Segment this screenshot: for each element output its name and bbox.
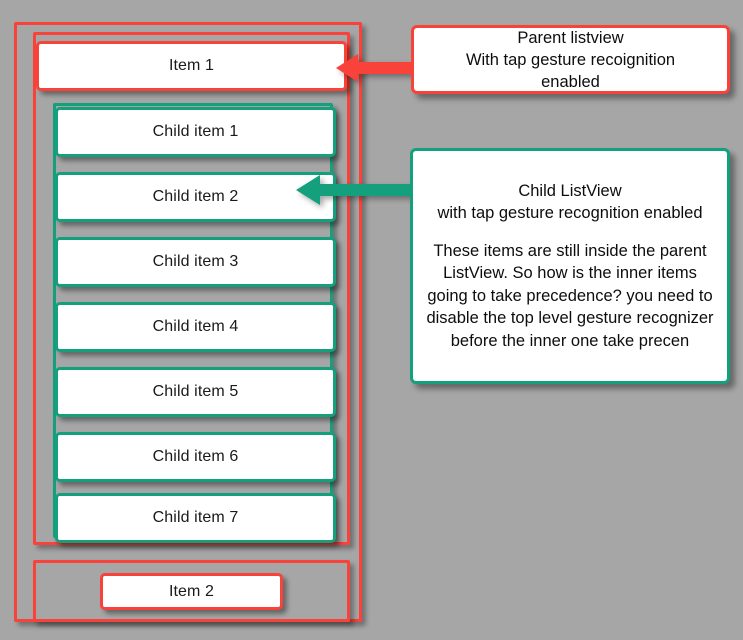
child-callout-line-2: with tap gesture recognition enabled — [437, 203, 703, 222]
child-callout-arrow-icon — [296, 175, 412, 205]
parent-list-item-1[interactable]: Item 1 — [36, 41, 347, 91]
child-list-item-2[interactable]: Child item 2 — [55, 172, 336, 222]
child-list-item-2-label: Child item 2 — [152, 188, 239, 205]
child-list-item-7-label: Child item 7 — [152, 509, 239, 526]
child-list-item-6-label: Child item 6 — [152, 448, 239, 465]
child-callout-line-1: Child ListView — [518, 181, 622, 200]
child-list-item-3-label: Child item 3 — [152, 253, 239, 270]
parent-list-item-1-label: Item 1 — [168, 57, 215, 74]
child-list-item-7[interactable]: Child item 7 — [55, 493, 336, 543]
parent-listview-row-2[interactable] — [33, 560, 350, 622]
child-list-item-5-label: Child item 5 — [152, 383, 239, 400]
child-list-item-6[interactable]: Child item 6 — [55, 432, 336, 482]
child-callout-paragraph: These items are still inside the parent … — [426, 241, 719, 350]
child-listview-callout: Child ListView with tap gesture recognit… — [410, 148, 730, 384]
child-list-item-3[interactable]: Child item 3 — [55, 237, 336, 287]
parent-callout-arrow-icon — [336, 54, 414, 82]
child-callout-spacer — [423, 224, 717, 240]
child-list-item-4[interactable]: Child item 4 — [55, 302, 336, 352]
parent-list-item-2[interactable]: Item 2 — [100, 573, 283, 610]
parent-list-item-2-label: Item 2 — [168, 582, 215, 600]
child-list-item-4-label: Child item 4 — [152, 318, 239, 335]
parent-callout-line-3: enabled — [541, 72, 600, 91]
parent-listview-row-1[interactable] — [33, 32, 350, 545]
parent-listview-callout: Parent listview With tap gesture recoign… — [411, 25, 730, 94]
child-list-item-1-label: Child item 1 — [152, 123, 239, 140]
parent-callout-line-1: Parent listview — [517, 28, 624, 47]
child-list-item-5[interactable]: Child item 5 — [55, 367, 336, 417]
parent-callout-line-2: With tap gesture recoignition — [465, 50, 676, 69]
child-list-item-1[interactable]: Child item 1 — [55, 107, 336, 157]
